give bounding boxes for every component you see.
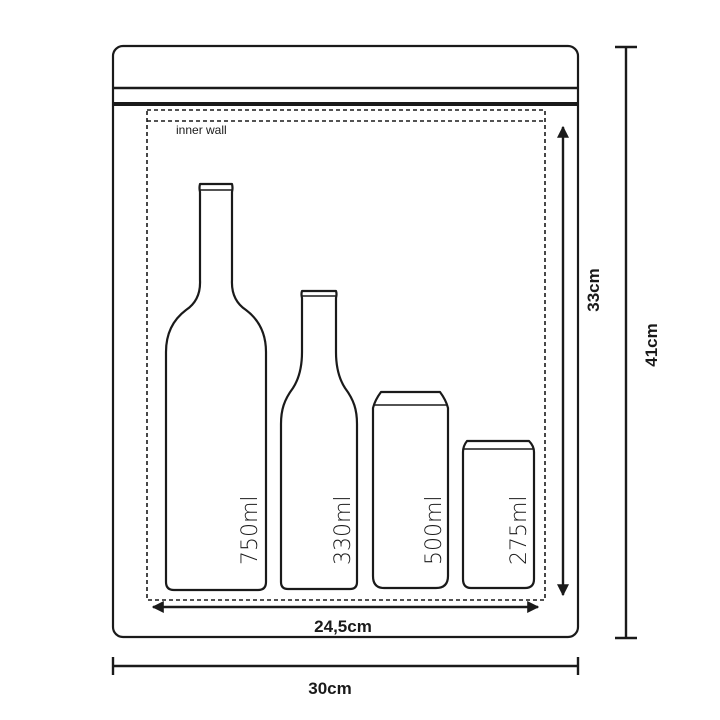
bag-outline [111,44,580,639]
wine-bottle [164,182,268,592]
inner-width-label: 24,5cm [314,617,372,636]
large-can-volume: 500ml [422,495,447,565]
small-can-volume: 275ml [507,495,532,565]
outer-height-label: 41cm [642,323,661,366]
inner-wall-boundary [146,109,546,601]
inner-wall-label: inner wall [176,123,227,137]
wine-bottle-volume: 750ml [238,495,263,565]
beer-bottle [279,289,359,591]
inner-height-label: 33cm [584,268,603,311]
outer-width-label: 30cm [308,679,351,698]
beer-bottle-volume: 330ml [331,495,356,565]
